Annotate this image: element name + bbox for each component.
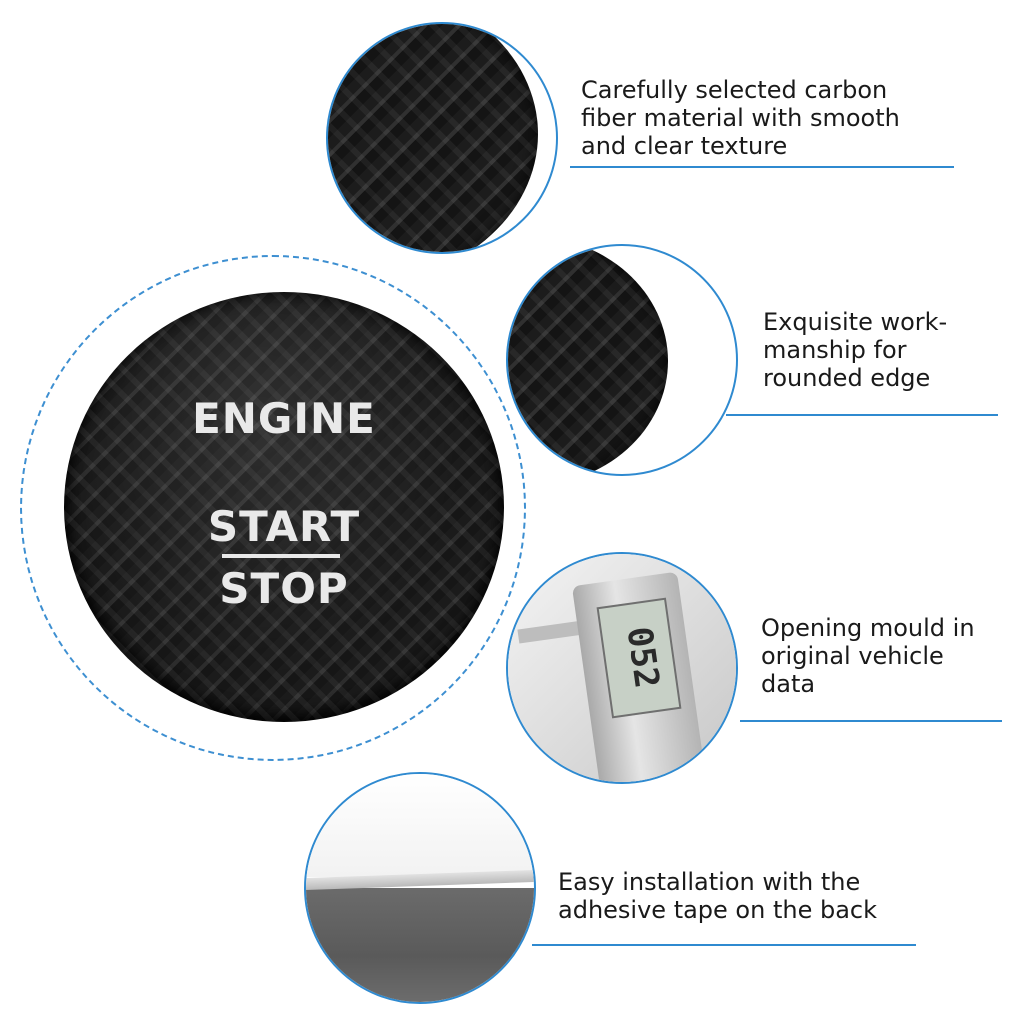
feature-circle-carbon-texture (326, 22, 558, 254)
button-label-stop: STOP (219, 564, 349, 613)
adhesive-foam-image (306, 888, 534, 1002)
carbon-edge-image (508, 246, 668, 474)
carbon-weave-texture (328, 24, 538, 252)
carbon-weave-texture (64, 292, 504, 722)
feature-underline-1 (570, 166, 954, 168)
button-label-engine: ENGINE (192, 394, 376, 443)
feature-text-easy-installation: Easy installation with the adhesive tape… (558, 868, 878, 924)
feature-underline-4 (532, 944, 916, 946)
tape-backing (306, 774, 534, 877)
feature-text-opening-mould: Opening mould in original vehicle data (761, 614, 975, 698)
feature-circle-caliper: 052 (506, 552, 738, 784)
carbon-weave-texture (508, 246, 668, 474)
caliper-reading: 052 (618, 624, 667, 691)
main-product-dashed-ring (20, 255, 526, 761)
engine-start-stop-button-cover: ENGINE START STOP (64, 292, 504, 722)
feature-circle-adhesive-tape (304, 772, 536, 1004)
feature-text-workmanship: Exquisite work- manship for rounded edge (763, 308, 948, 392)
button-label-start: START (207, 502, 361, 551)
feature-underline-3 (740, 720, 1002, 722)
button-divider-line (222, 554, 340, 558)
feature-underline-2 (726, 414, 998, 416)
feature-circle-rounded-edge (506, 244, 738, 476)
feature-text-carbon-material: Carefully selected carbon fiber material… (581, 76, 900, 160)
carbon-closeup-image (328, 24, 538, 252)
